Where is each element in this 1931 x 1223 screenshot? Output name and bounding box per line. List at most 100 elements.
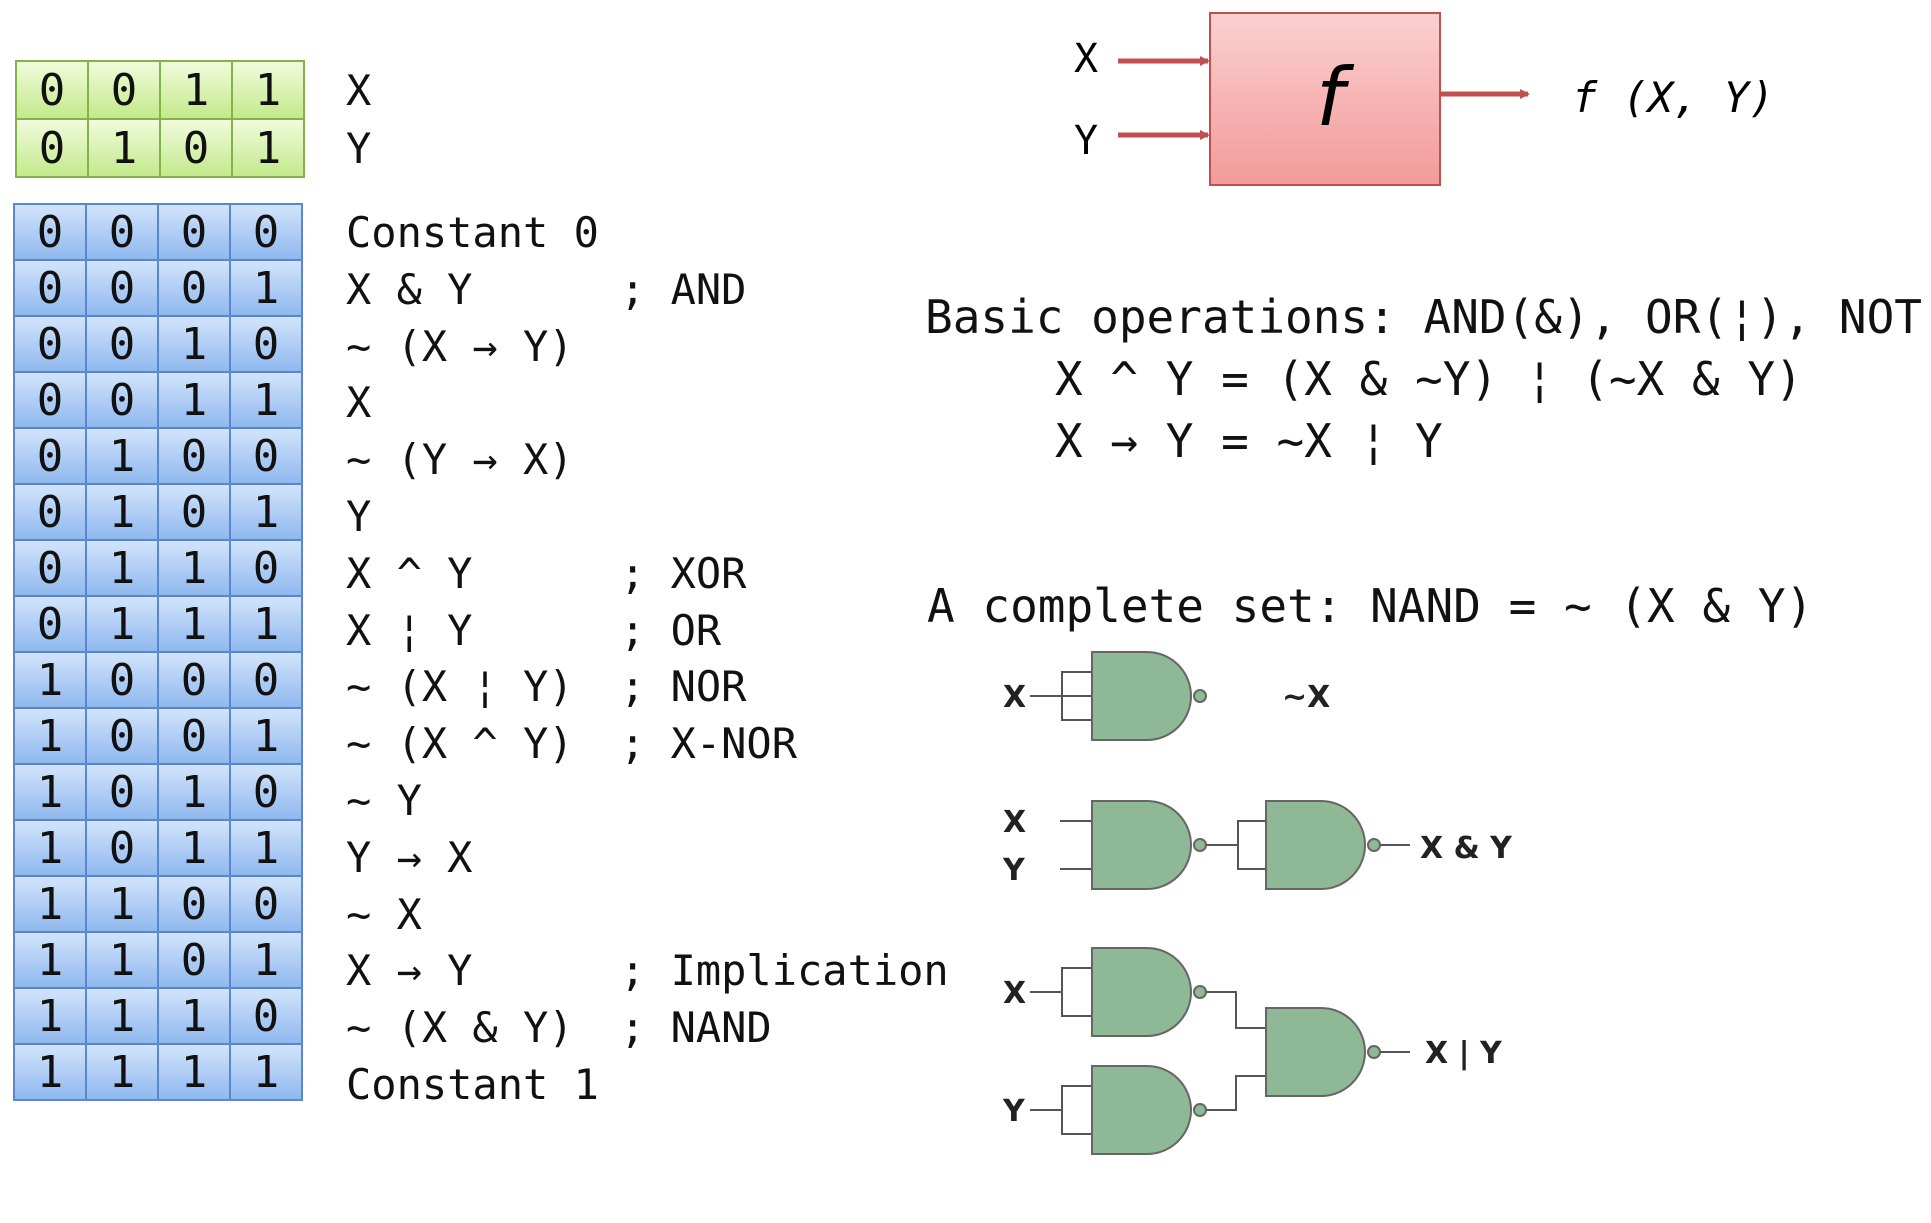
truth-cell: 0 xyxy=(13,371,87,429)
operation-expression: X ^ Y xyxy=(346,548,473,598)
operation-expression: ~ (X ^ Y) xyxy=(346,719,574,769)
truth-cell: 1 xyxy=(13,987,87,1045)
truth-cell: 0 xyxy=(15,118,89,178)
operation-expression: Y xyxy=(346,492,372,541)
operation-comment: ; AND xyxy=(620,264,747,314)
truth-cell: 0 xyxy=(157,707,231,765)
or-circuit xyxy=(1030,947,1410,1155)
function-box-diagram: X Y f f (X, Y) xyxy=(1074,12,1774,186)
operation-comment: ; X-NOR xyxy=(620,719,798,769)
truth-cell: 1 xyxy=(231,60,305,120)
truth-cell: 1 xyxy=(157,987,231,1045)
truth-cell: 0 xyxy=(87,60,161,120)
or-input-x-label: X xyxy=(1003,976,1026,1011)
truth-cell: 0 xyxy=(85,651,159,709)
truth-cell: 1 xyxy=(13,651,87,709)
truth-cell: 0 xyxy=(229,987,303,1045)
truth-cell: 1 xyxy=(159,60,233,120)
truth-cell: 0 xyxy=(229,427,303,485)
function-output-label: f (X, Y) xyxy=(1572,73,1774,122)
truth-cell: 1 xyxy=(85,987,159,1045)
truth-cell: 0 xyxy=(13,427,87,485)
nand-gate-or-final xyxy=(1265,1007,1381,1097)
truth-cell: 1 xyxy=(157,371,231,429)
function-input-x-label: X xyxy=(1074,36,1098,82)
truth-cell: 0 xyxy=(229,539,303,597)
nand-gate-or-y xyxy=(1091,1065,1207,1155)
truth-cell: 0 xyxy=(157,651,231,709)
function-input-y-label: Y xyxy=(1074,118,1098,164)
operation-expression: ~ Y xyxy=(346,776,422,825)
truth-cell: 0 xyxy=(13,315,87,373)
truth-cell: 1 xyxy=(13,819,87,877)
operation-expression: Y → X xyxy=(346,832,473,882)
truth-cell: 0 xyxy=(13,203,87,261)
truth-cell: 0 xyxy=(229,315,303,373)
or-input-y-label: Y xyxy=(1002,1094,1026,1129)
truth-cell: 1 xyxy=(157,819,231,877)
truth-cell: 0 xyxy=(157,427,231,485)
truth-cell: 1 xyxy=(229,931,303,989)
not-input-label: X xyxy=(1003,680,1026,715)
operation-expression: ~ (X & Y) xyxy=(346,1003,574,1053)
truth-cell: 0 xyxy=(13,595,87,653)
truth-cell: 1 xyxy=(229,371,303,429)
truth-cell: 0 xyxy=(157,483,231,541)
truth-cell: 0 xyxy=(85,259,159,317)
complete-set-title: A complete set: NAND = ~ (X & Y) xyxy=(927,579,1814,633)
truth-cell: 1 xyxy=(157,763,231,821)
not-circuit xyxy=(1030,651,1207,741)
or-output-label: X | Y xyxy=(1425,1036,1503,1071)
not-output-label: ~X xyxy=(1282,680,1330,715)
function-box xyxy=(1209,12,1441,186)
truth-cell: 0 xyxy=(13,259,87,317)
input-label: Y xyxy=(346,124,372,173)
operation-expression: X → Y xyxy=(346,946,473,996)
truth-cell: 0 xyxy=(85,315,159,373)
implication-formula: X → Y = ~X ¦ Y xyxy=(1055,414,1443,468)
operation-expression: Constant 0 xyxy=(346,208,599,257)
truth-cell: 0 xyxy=(85,203,159,261)
truth-cell: 0 xyxy=(157,203,231,261)
truth-cell: 0 xyxy=(229,651,303,709)
operation-expression: ~ (X ¦ Y) xyxy=(346,662,574,712)
truth-cell: 1 xyxy=(157,315,231,373)
truth-cell: 1 xyxy=(87,118,161,178)
truth-cell: 1 xyxy=(85,427,159,485)
truth-cell: 1 xyxy=(85,1043,159,1101)
truth-cell: 0 xyxy=(229,203,303,261)
operation-comment: ; XOR xyxy=(620,548,747,598)
nand-gate-and-1 xyxy=(1091,800,1207,890)
truth-cell: 1 xyxy=(157,1043,231,1101)
nand-gate-not xyxy=(1091,651,1207,741)
truth-cell: 1 xyxy=(229,707,303,765)
operation-expression: X ¦ Y xyxy=(346,605,473,655)
truth-cell: 1 xyxy=(85,595,159,653)
and-circuit xyxy=(1060,800,1410,890)
and-input-x-label: X xyxy=(1003,805,1026,840)
xor-formula: X ^ Y = (X & ~Y) ¦ (~X & Y) xyxy=(1055,352,1803,406)
truth-cell: 0 xyxy=(13,483,87,541)
and-output-label: X & Y xyxy=(1420,831,1513,866)
truth-cell: 1 xyxy=(229,259,303,317)
operation-comment: ; NOR xyxy=(620,662,747,712)
truth-cell: 1 xyxy=(85,539,159,597)
truth-cell: 1 xyxy=(13,931,87,989)
